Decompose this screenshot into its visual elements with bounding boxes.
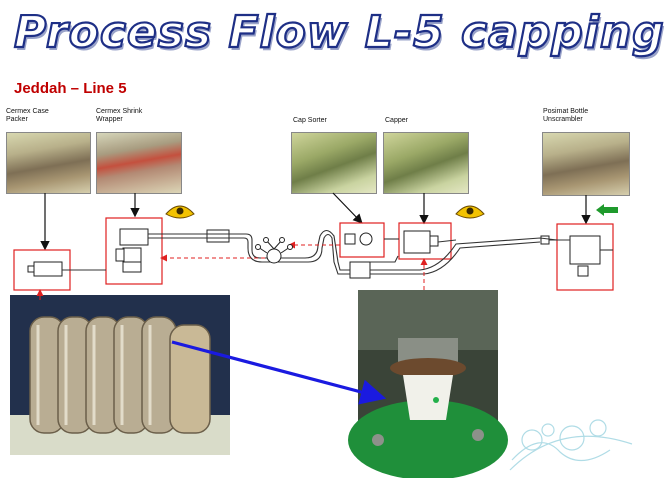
photo-capper: [383, 132, 469, 194]
station-arrows: [40, 192, 591, 251]
rejector-icon: [255, 237, 293, 264]
slide-subtitle: Jeddah – Line 5: [14, 80, 127, 97]
photo-cap-sorter: [291, 132, 377, 194]
eye-icon: [455, 205, 485, 219]
feedback-lines: [36, 241, 428, 300]
photo-capper-head: [348, 290, 508, 478]
machine-symbols: [27, 228, 601, 279]
blue-pointer-arrow: [171, 340, 387, 405]
process-flow-diagram: [13, 192, 633, 471]
conveyor-lines: [62, 229, 613, 275]
station-label-unscrambler: Posimat Bottle Unscrambler: [543, 108, 589, 123]
highlight-boxes: [13, 217, 614, 291]
green-arrow-left-icon: [596, 204, 618, 216]
box-unscrambler: [556, 223, 614, 291]
station-label-shrink-wrapper: Cermex Shrink Wrapper: [96, 108, 143, 123]
station-label-case-packer: Cermex Case Packer: [6, 108, 49, 123]
arrow-cap-sorter: [332, 192, 363, 224]
decorative-ornament: [509, 419, 633, 471]
box-cap-sorter: [339, 222, 385, 258]
photo-bottle-row: [10, 295, 230, 455]
box-shrink-wrapper: [105, 217, 163, 285]
photo-case-packer: [6, 132, 91, 194]
eye-icon: [165, 205, 195, 219]
station-label-cap-sorter: Cap Sorter: [293, 117, 327, 124]
station-label-capper: Capper: [385, 117, 408, 124]
photo-shrink-wrapper: [96, 132, 182, 194]
slide-title: Process Flow L-5 capping: [13, 6, 665, 59]
